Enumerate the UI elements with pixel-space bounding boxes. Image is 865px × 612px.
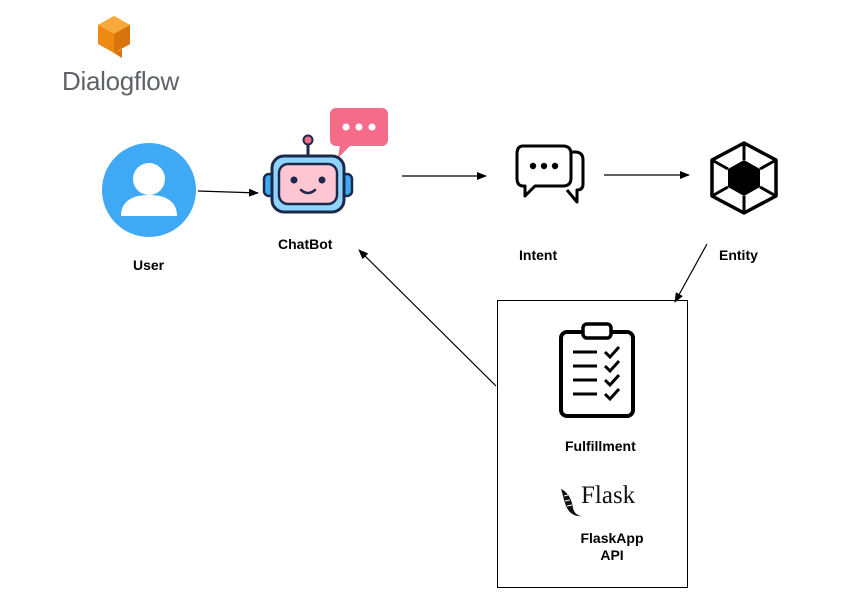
fulfillment-label: Fulfillment xyxy=(565,438,636,454)
user-avatar-icon xyxy=(102,143,196,237)
brand-name: Dialogflow xyxy=(62,66,179,96)
clipboard-checklist-icon xyxy=(559,322,635,418)
flaskapp-label-line1: FlaskApp xyxy=(580,530,644,546)
intent-label: Intent xyxy=(519,247,558,263)
user-label: User xyxy=(133,257,165,273)
entity-label: Entity xyxy=(719,247,758,263)
edge-entity-to-fulfillment xyxy=(674,243,708,303)
robot-chatbot-icon xyxy=(262,108,388,214)
chat-bubbles-icon xyxy=(515,144,585,204)
flaskapp-label: FlaskApp API xyxy=(570,530,654,564)
dialogflow-logo-icon xyxy=(98,16,130,58)
edge-fulfillment-to-chatbot xyxy=(358,249,497,387)
chatbot-label: ChatBot xyxy=(278,236,333,252)
flask-logo-text: Flask xyxy=(581,482,636,509)
flaskapp-label-line2: API xyxy=(600,547,624,563)
hexagon-cube-icon xyxy=(710,141,778,215)
flask-horn-icon xyxy=(561,489,582,517)
fulfillment-container xyxy=(497,300,688,588)
edge-user-to-chatbot xyxy=(197,188,259,197)
